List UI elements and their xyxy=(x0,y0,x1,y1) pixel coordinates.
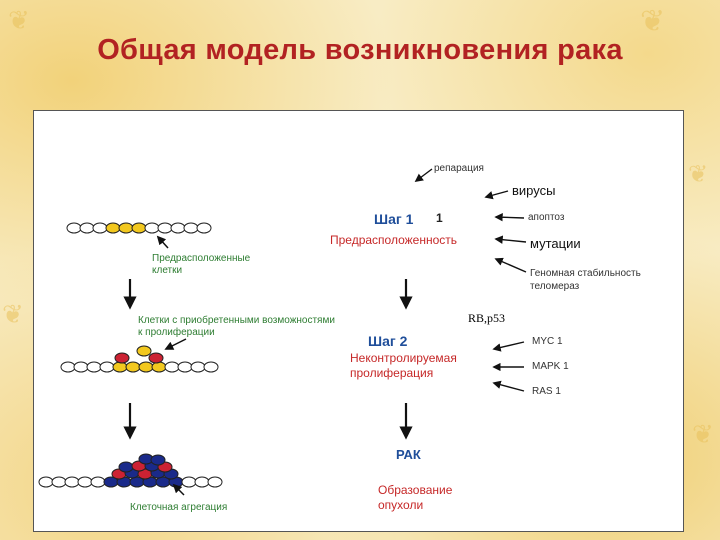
cell-red xyxy=(114,352,130,364)
step2-title: Шаг 2 xyxy=(368,333,408,349)
apoptosis-arrow xyxy=(494,213,525,222)
repair-arrow xyxy=(414,168,433,183)
cell xyxy=(125,361,141,373)
cell xyxy=(131,222,147,234)
factor-viruses: вирусы xyxy=(512,183,556,198)
cell xyxy=(138,361,154,373)
predisposed-cells-label-line1: Предрасположенные xyxy=(152,253,251,264)
cell-aggregate xyxy=(150,454,166,466)
cell xyxy=(136,345,152,357)
cell xyxy=(157,222,173,234)
cell xyxy=(144,222,160,234)
aggregation-label: Клеточная агрегация xyxy=(130,502,228,513)
cell xyxy=(60,361,76,373)
aggregation-pointer-arrow xyxy=(172,483,185,496)
cancer-subtitle-line2: опухоли xyxy=(378,498,424,512)
factor-genomic-stability: Геномная стабильность теломераз xyxy=(530,267,641,293)
factor-mapk: MAPK 1 xyxy=(532,361,569,372)
factor-genomic-line1: Геномная стабильность xyxy=(530,268,641,279)
predisposed-cells-label: Предрасположенные клетки xyxy=(152,253,250,277)
cell xyxy=(196,222,212,234)
cell xyxy=(66,222,82,234)
diagram-panel: Предрасположенные клетки Клетки с приобр… xyxy=(33,110,684,532)
cell xyxy=(51,476,67,488)
factor-mutations: мутации xyxy=(530,236,581,251)
factor-myc: MYC 1 xyxy=(532,336,563,347)
leaf-icon: ❦ xyxy=(8,6,30,36)
cell xyxy=(77,476,93,488)
cell xyxy=(112,361,128,373)
cell xyxy=(190,361,206,373)
cell xyxy=(118,222,134,234)
myc-arrow xyxy=(492,341,525,352)
cell xyxy=(79,222,95,234)
slide-title: Общая модель возникновения рака xyxy=(97,34,623,66)
step1-title: Шаг 1 xyxy=(374,211,414,227)
acquired-cells-label-line2: к пролиферации xyxy=(138,327,215,338)
cell xyxy=(177,361,193,373)
genomic-arrow xyxy=(494,257,527,273)
diagram-graphics xyxy=(38,168,527,496)
cell xyxy=(203,361,219,373)
cell xyxy=(105,222,121,234)
step2-subtitle: Неконтролируемая пролиферация xyxy=(350,351,457,381)
mutations-arrow xyxy=(494,235,527,244)
acquired-cells-label-line1: Клетки с приобретенными возможностями xyxy=(138,315,335,326)
cancer-subtitle-line1: Образование xyxy=(378,483,453,497)
cell-aggregate xyxy=(118,461,134,473)
cell xyxy=(207,476,223,488)
factor-repair: репарация xyxy=(434,163,484,174)
step1-subtitle: Предрасположенность xyxy=(330,233,458,247)
cell xyxy=(92,222,108,234)
cell xyxy=(86,361,102,373)
leaf-icon: ❦ xyxy=(640,4,666,39)
cell xyxy=(164,361,180,373)
step1-marker: 1 xyxy=(436,211,443,225)
cell xyxy=(194,476,210,488)
leaf-icon: ❦ xyxy=(688,160,709,188)
cell xyxy=(151,361,167,373)
predisposed-pointer-arrow xyxy=(156,235,169,249)
cell xyxy=(99,361,115,373)
rb-p53-label: RB,p53 xyxy=(468,311,506,325)
step2-subtitle-line1: Неконтролируемая xyxy=(350,351,457,365)
factor-genomic-line2: теломераз xyxy=(530,281,580,292)
cancer-title: РАК xyxy=(396,447,421,462)
ras-arrow xyxy=(492,380,525,392)
predisposed-cells-label-line2: клетки xyxy=(152,265,183,276)
factor-apoptosis: апоптоз xyxy=(528,212,565,223)
leaf-icon: ❦ xyxy=(692,420,714,450)
cell xyxy=(38,476,54,488)
cancer-subtitle: Образование опухоли xyxy=(378,483,452,513)
step2-subtitle-line2: пролиферация xyxy=(350,366,434,380)
viruses-arrow xyxy=(484,190,509,200)
factor-ras: RAS 1 xyxy=(532,386,561,397)
cell xyxy=(181,476,197,488)
cell xyxy=(64,476,80,488)
leaf-icon: ❦ xyxy=(2,300,24,330)
cell-red xyxy=(148,352,164,364)
acquired-pointer-arrow xyxy=(164,338,187,350)
acquired-cells-label: Клетки с приобретенными возможностями к … xyxy=(138,315,335,339)
cell xyxy=(170,222,186,234)
cell xyxy=(73,361,89,373)
cell xyxy=(183,222,199,234)
cell xyxy=(90,476,106,488)
